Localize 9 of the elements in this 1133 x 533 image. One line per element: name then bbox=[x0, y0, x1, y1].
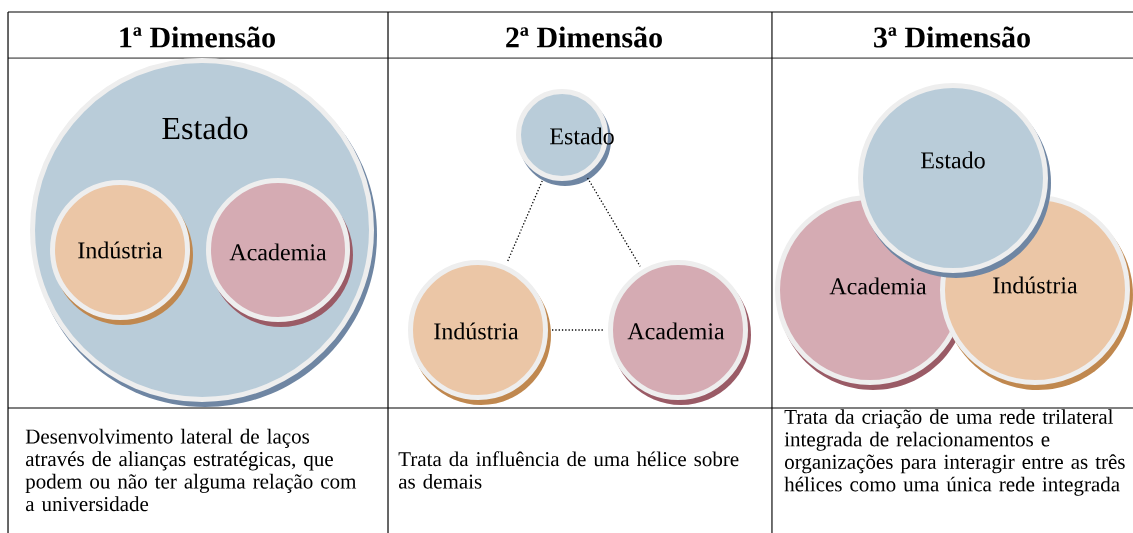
dotted-line bbox=[506, 180, 543, 263]
dotted-line bbox=[586, 177, 641, 268]
description-text: Trata da criação de uma rede trilateral integrada de relacionamentos e organizações para interagir entre as três hélices como uma única rede integrada bbox=[784, 409, 1125, 496]
description-text: Desenvolvimento lateral de laços através de alianças estratégicas, que podem ou não ter alguma relação com a universidade bbox=[25, 428, 357, 512]
description-text: Trata da influência de uma hélice sobre as demais bbox=[398, 451, 739, 489]
column-header: 3ª Dimensão bbox=[874, 26, 1030, 48]
dotted-line bbox=[551, 329, 605, 331]
column-header: 2ª Dimensão bbox=[506, 26, 662, 48]
column-header: 1ª Dimensão bbox=[120, 26, 275, 48]
